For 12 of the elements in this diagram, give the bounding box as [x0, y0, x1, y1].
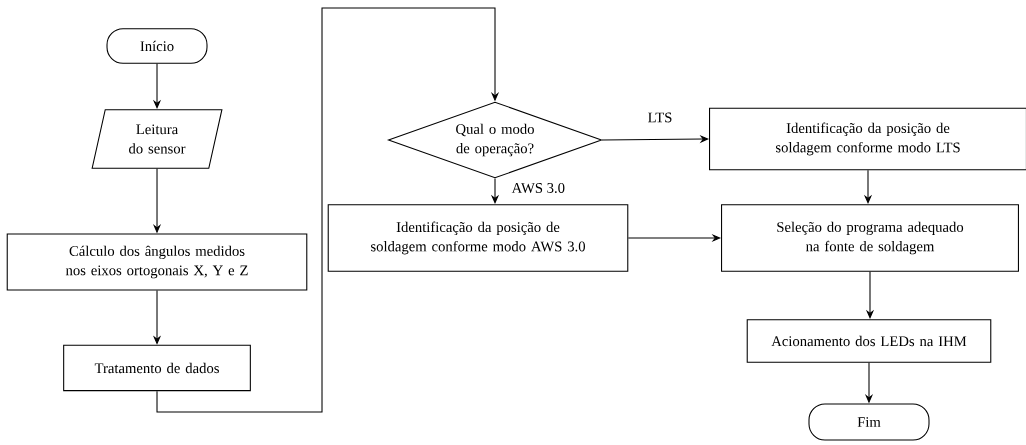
terminal: Fim: [808, 403, 930, 441]
process-box: Acionamento dos LEDs na IHM: [746, 319, 992, 363]
data-parallelogram: Leitura do sensor: [91, 109, 223, 169]
edge-label: AWS 3.0: [510, 181, 567, 195]
process-box: Identificação da posição de soldagem conforme modo LTS: [709, 107, 1026, 171]
edge-label: LTS: [646, 111, 674, 124]
terminal: Início: [106, 28, 208, 64]
process-box: Seleção do programa adequado na fonte de soldagem: [721, 204, 1019, 272]
arrow: [156, 7, 500, 413]
process-box: Tratamento de dados: [63, 344, 251, 392]
process-box: Identificação da posição de soldagem conforme modo AWS 3.0: [327, 204, 629, 272]
process-box: Cálculo dos ângulos medidos nos eixos ortogonais X, Y e Z: [6, 233, 308, 291]
